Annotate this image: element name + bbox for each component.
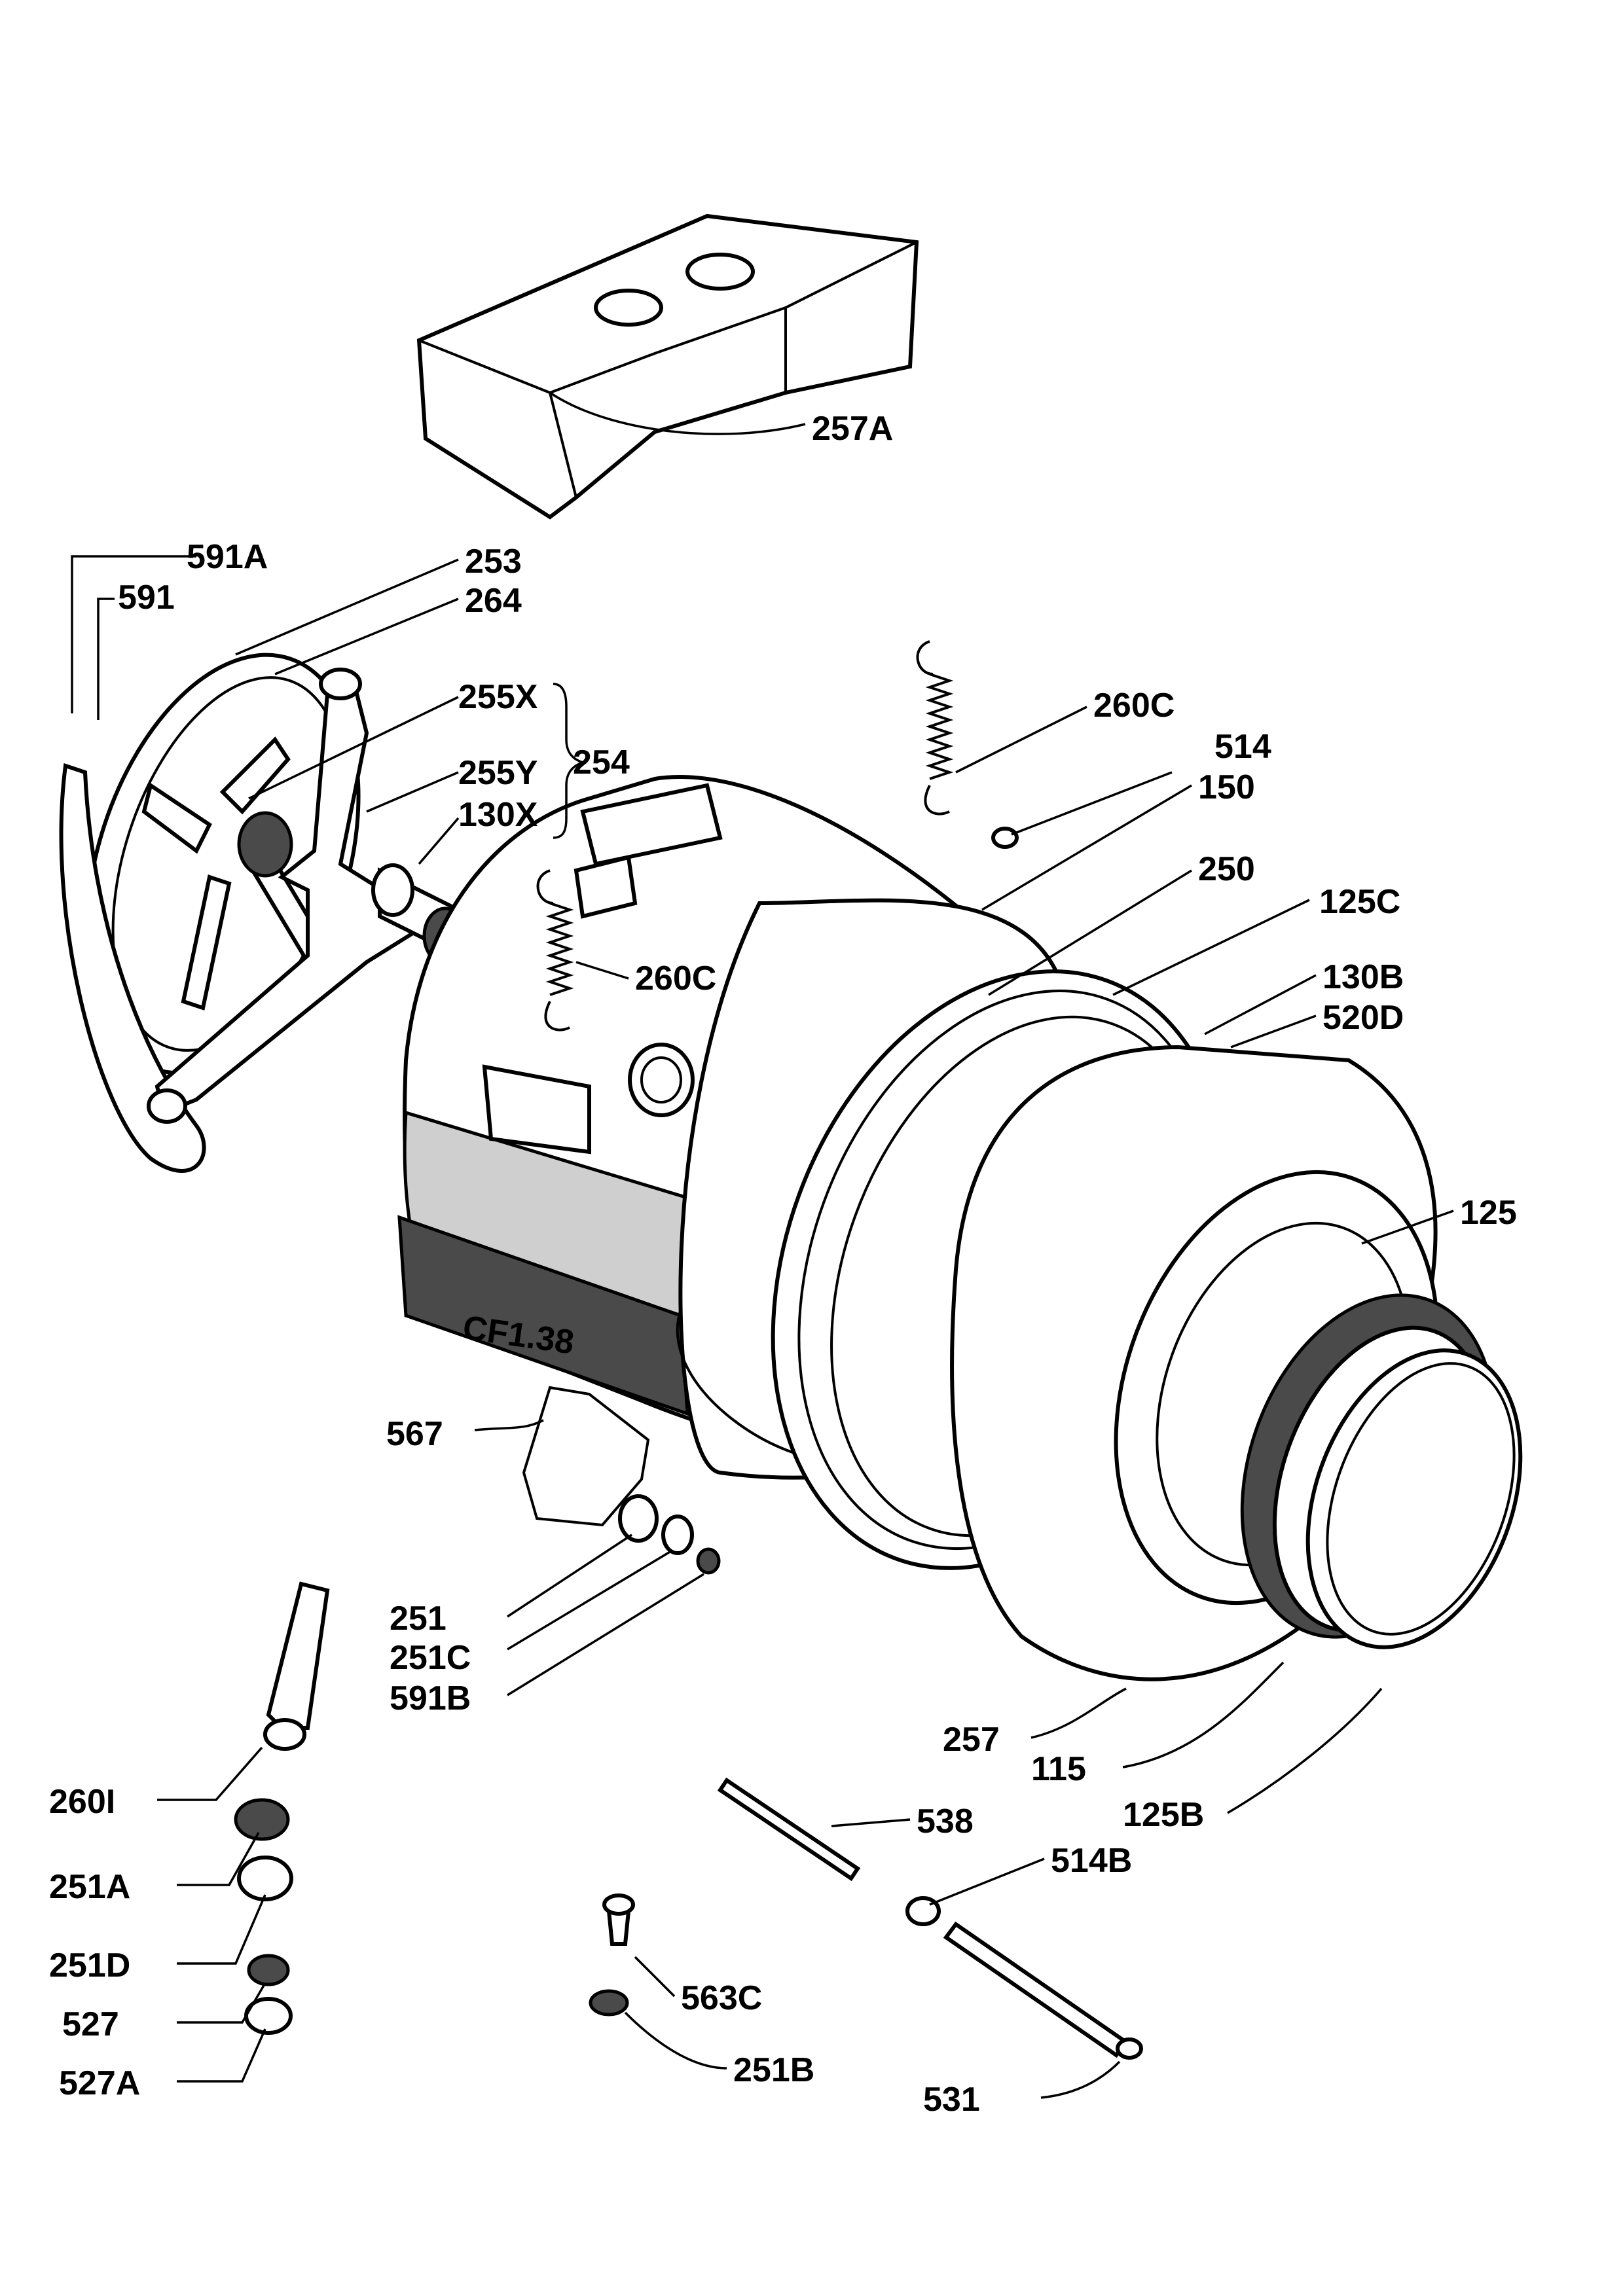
support-bracket-567 [522,1386,650,1527]
bush-251d [237,1856,293,1901]
label-257a: 257A [812,410,893,448]
label-255x: 255X [458,678,538,716]
label-257: 257 [943,1721,1000,1759]
counterweight-top [416,213,919,520]
washer-251b [589,1989,629,2017]
washer-251c [661,1515,694,1555]
label-250: 250 [1198,850,1255,888]
label-253: 253 [465,543,522,581]
label-130b: 130B [1322,958,1404,996]
label-567: 567 [386,1415,443,1453]
label-125b: 125B [1123,1796,1204,1834]
label-251a: 251A [49,1868,130,1906]
label-531: 531 [923,2081,980,2119]
nut-527 [247,1954,290,1986]
label-254: 254 [573,744,630,781]
drive-belt [59,763,206,1173]
label-260c-top: 260C [1093,687,1175,725]
label-520d: 520D [1322,999,1404,1037]
label-514b: 514B [1051,1842,1132,1880]
leader-lines [71,391,1454,2099]
cap-514 [991,827,1019,849]
label-125: 125 [1460,1194,1517,1232]
pin-538 [717,1777,861,1882]
label-264: 264 [465,582,522,620]
label-527a: 527A [59,2064,140,2102]
label-514: 514 [1214,728,1271,766]
label-251b: 251B [733,2051,814,2089]
suspension-spring-top [916,640,954,816]
label-260i: 260I [49,1783,115,1821]
label-125c: 125C [1319,883,1400,921]
bolt-531 [943,1921,1143,2060]
label-260c-mid: 260C [635,960,716,997]
label-251d: 251D [49,1946,130,1984]
label-150: 150 [1198,768,1255,806]
label-563c: 563C [681,1979,762,2017]
part-labels: 257A 591A 591 253 264 255X 254 255Y 130X… [49,410,1517,2119]
label-527: 527 [62,2005,119,2043]
shock-absorber-260i [263,1581,330,1751]
screw-563c [602,1893,635,1946]
label-115: 115 [1031,1750,1086,1788]
spider-arm [147,668,422,1124]
label-251: 251 [390,1600,447,1638]
bush-251a [234,1798,290,1841]
label-255y: 255Y [458,754,538,792]
label-591: 591 [118,579,175,617]
washer-251 [618,1494,659,1543]
label-251c: 251C [390,1639,471,1677]
suspension-spring-mid [536,869,574,1031]
door-seal [1156,1221,1523,1649]
label-130x: 130X [458,796,538,834]
label-538: 538 [917,1803,974,1840]
label-591b: 591B [390,1679,471,1717]
nut-591b [696,1547,721,1575]
label-591a: 591A [187,538,268,576]
